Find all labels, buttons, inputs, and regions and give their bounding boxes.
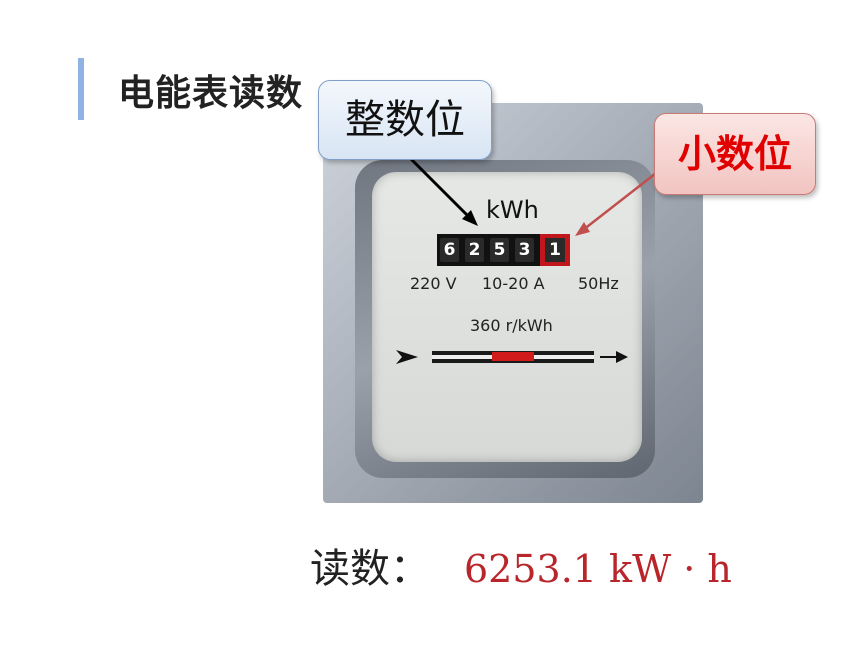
integer-digits-label: 整数位 xyxy=(318,80,492,160)
title-accent-bar xyxy=(78,58,84,120)
decimal-digits-label: 小数位 xyxy=(654,113,816,195)
page-title: 电能表读数 xyxy=(118,73,304,114)
rotating-disc-mark xyxy=(492,352,534,361)
meter-current: 10-20 A xyxy=(482,274,545,293)
decimal-digit-box: 1 xyxy=(540,234,570,266)
digit-1: 6 xyxy=(440,238,459,262)
digit-3: 5 xyxy=(490,238,509,262)
decimal-digit: 1 xyxy=(545,238,565,262)
arrow-head-icon xyxy=(600,351,628,363)
meter-voltage: 220 V xyxy=(410,274,457,293)
reading-value: 6253.1 kW · h xyxy=(464,547,732,591)
meter-frequency: 50Hz xyxy=(578,274,619,293)
reading-label: 读数： xyxy=(310,546,430,592)
arrow-tail-icon xyxy=(396,350,418,364)
meter-unit: kWh xyxy=(486,196,539,224)
reading-line: 读数： 6253.1 kW · h xyxy=(310,536,732,594)
digit-2: 2 xyxy=(465,238,484,262)
digit-4: 3 xyxy=(515,238,534,262)
meter-rate: 360 r/kWh xyxy=(470,316,553,335)
